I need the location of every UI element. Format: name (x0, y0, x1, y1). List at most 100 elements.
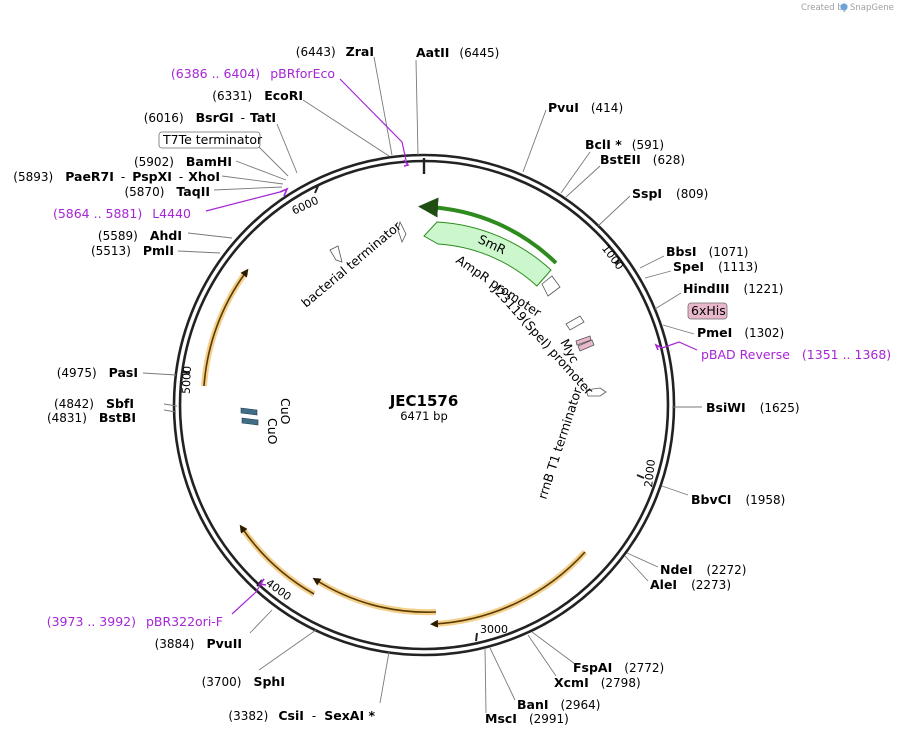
leader-bsteii (565, 165, 601, 198)
enzyme-bbsi[interactable]: BbsI(1071) (666, 244, 748, 259)
plasmid-length: 6471 bp (400, 409, 448, 423)
enzyme-leader-lines (142, 56, 702, 714)
leader-spei (644, 270, 672, 279)
enzyme-bani[interactable]: BanI(2964) (517, 697, 600, 712)
enzyme-pmli[interactable]: (5513)PmlI (91, 243, 174, 258)
enzyme-bsrgi[interactable]: (6016)BsrGI-TatI (144, 110, 276, 125)
plasmid-title: JEC1576 6471 bp (389, 392, 459, 423)
leader-fspai (531, 631, 576, 665)
enzyme-alei[interactable]: AleI(2273) (650, 577, 731, 592)
cuo-label-1: CuO (278, 398, 293, 425)
smr-orf-arc (418, 197, 558, 265)
leader-bani (489, 647, 516, 701)
rrnb-terminator-label: rrnB T1 terminator (535, 385, 585, 501)
leader-bbsi (639, 255, 665, 269)
bacterial-terminator-glyph (329, 245, 343, 263)
primer-pbad-reverse[interactable]: pBAD Reverse(1351 .. 1368) (701, 347, 891, 362)
enzyme-aatii[interactable]: AatII(6445) (416, 45, 499, 60)
primer-markers (205, 78, 698, 615)
smr-feature: SmR (418, 197, 558, 287)
snapgene-logo-icon (840, 3, 848, 11)
leader-t7te (257, 145, 289, 177)
bacterial-terminator-label: bacterial terminator (298, 218, 404, 311)
enzyme-taqii[interactable]: (5870)TaqII (124, 184, 210, 199)
leader-pmli (177, 250, 221, 254)
enzyme-pvuii[interactable]: (3884)PvuII (155, 636, 242, 651)
snapgene-label: SnapGene (850, 3, 894, 13)
enzyme-sexai[interactable]: (3382)CsiI-SexAI * (228, 708, 375, 723)
his-tag-label[interactable]: 6xHis (691, 303, 726, 318)
leader-pbad-reverse (661, 341, 698, 351)
enzyme-pasi[interactable]: (4975)PasI (57, 365, 138, 380)
primer-l4440[interactable]: (5864 .. 5881)L4440 (53, 206, 191, 221)
cuo-box-1 (240, 407, 258, 416)
enzyme-pvui[interactable]: PvuI(414) (548, 100, 623, 115)
leader-taqii (213, 186, 283, 191)
enzyme-ndei[interactable]: NdeI(2272) (660, 562, 746, 577)
enzyme-sphi[interactable]: (3700)SphI (202, 674, 285, 689)
ruler-tick-1000 (614, 258, 622, 265)
boxed-labels: T7Te terminator 6xHis (158, 131, 728, 320)
leader-bamhi (235, 160, 287, 181)
ruler-tick-5000 (181, 371, 191, 374)
enzyme-spei[interactable]: SpeI(1113) (673, 259, 758, 274)
leader-aatii (415, 59, 419, 156)
leader-pmei (662, 324, 695, 335)
enzyme-paer7i[interactable]: (5893)PaeR7I-PspXI-XhoI (13, 169, 220, 184)
leader-alei (624, 555, 649, 582)
enzyme-hindiii[interactable]: HindIII(1221) (683, 281, 783, 296)
enzyme-sbfi[interactable]: (4842)SbfI (54, 396, 134, 411)
his-tag-box (687, 302, 728, 320)
ampr-promoter-glyph (541, 275, 561, 297)
his-tag-glyph (575, 335, 592, 346)
leader-pasi (142, 372, 177, 376)
enzyme-msci[interactable]: MscI(2991) (485, 711, 569, 726)
enzyme-bstbi[interactable]: (4831)BstBI (47, 410, 136, 425)
cuo-box-2 (241, 417, 259, 426)
lower-left-orf-arc (239, 524, 315, 595)
enzyme-bsiwi[interactable]: BsiWI(1625) (706, 400, 800, 415)
enzyme-fspai[interactable]: FspAI(2772) (573, 660, 664, 675)
enzyme-pmei[interactable]: PmeI(1302) (697, 325, 784, 340)
t7te-terminator-glyph (397, 220, 407, 244)
leader-ndei (626, 552, 659, 568)
pbrforeco-site (403, 159, 410, 167)
primer-pbrforeco[interactable]: (6386 .. 6404)pBRforEco (171, 66, 335, 81)
leader-bbvci (661, 485, 689, 496)
ruler-label-3000: 3000 (480, 623, 508, 636)
pbad-reverse-site (654, 343, 663, 351)
primer-pbr322ori-f[interactable]: (3973 .. 3992)pBR322ori-F (47, 614, 223, 629)
leader-sbfi (163, 403, 178, 407)
leader-ecori (302, 99, 390, 157)
t7te-terminator-box (158, 131, 261, 149)
leader-hindiii (654, 292, 682, 310)
enzyme-bsteii[interactable]: BstEII(628) (600, 152, 685, 167)
ruler-label-2000: 2000 (642, 459, 658, 488)
leader-pvuii (249, 609, 273, 634)
enzyme-ahdi[interactable]: (5589)AhdI (98, 228, 182, 243)
leader-ahdi (187, 232, 233, 239)
enzyme-bcli[interactable]: BclI *(591) (585, 137, 664, 152)
bottom-right-orf-arc (430, 551, 586, 628)
plasmid-name: JEC1576 (389, 392, 459, 410)
enzyme-bbvci[interactable]: BbvCI(1958) (691, 492, 785, 507)
enzyme-sspi[interactable]: SspI(809) (632, 186, 708, 201)
cuo-label-2: CuO (265, 418, 280, 445)
ruler-label-1000: 1000 (599, 242, 626, 272)
leader-sspi (597, 195, 631, 227)
leader-sphi (258, 629, 317, 671)
leader-zrai (373, 56, 393, 156)
enzyme-labels-right: AatII(6445) PvuI(414) BclI *(591) BstEII… (416, 45, 800, 726)
leader-bsrgi (276, 123, 298, 174)
ruler-tick-4000 (256, 579, 263, 587)
enzyme-ecori[interactable]: (6331)EcoRI (212, 88, 303, 103)
ruler-tick-6000 (314, 185, 319, 194)
t7te-terminator-label[interactable]: T7Te terminator (162, 132, 263, 147)
enzyme-xcmi[interactable]: XcmI(2798) (554, 675, 641, 690)
enzyme-zrai[interactable]: (6443)ZraI (296, 44, 374, 59)
leader-pvui (522, 109, 547, 173)
leader-xcmi (527, 634, 557, 677)
enzyme-labels-left: (6443)ZraI (3382)CsiI-SexAI * (3700)SphI… (13, 44, 375, 723)
enzyme-bamhi[interactable]: (5902)BamHI (134, 154, 232, 169)
